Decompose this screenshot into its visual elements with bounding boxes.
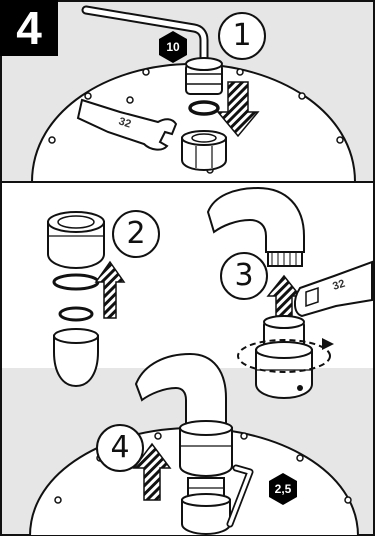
nut-top <box>182 131 226 170</box>
cartridge-top <box>186 58 222 94</box>
cartridge-mid <box>256 316 312 398</box>
o-ring-mid-1 <box>54 275 98 289</box>
callout-1: 1 <box>218 12 266 60</box>
callout-2-label: 2 <box>126 216 145 251</box>
o-ring-mid-2 <box>60 308 92 320</box>
hex-key-size-bottom: 2,5 <box>275 482 292 496</box>
callout-4: 4 <box>96 424 144 472</box>
step-number: 4 <box>16 2 42 54</box>
hex-key-size-badge-bottom: 2,5 <box>266 472 300 506</box>
callout-2: 2 <box>112 210 160 258</box>
callout-4-label: 4 <box>110 430 129 465</box>
hex-key-size-badge-top: 10 <box>156 30 190 64</box>
hex-key-size-top: 10 <box>166 40 179 54</box>
wrench-middle: 32 <box>295 262 372 316</box>
callout-3: 3 <box>220 252 268 300</box>
callout-1-label: 1 <box>232 18 251 53</box>
aerator-housing <box>48 212 104 268</box>
step-number-badge: 4 <box>0 0 58 56</box>
arrow-up-mid-left <box>96 262 124 318</box>
cartridge-bottom <box>180 421 232 534</box>
callout-3-label: 3 <box>234 258 253 293</box>
aerator-insert <box>54 329 98 386</box>
